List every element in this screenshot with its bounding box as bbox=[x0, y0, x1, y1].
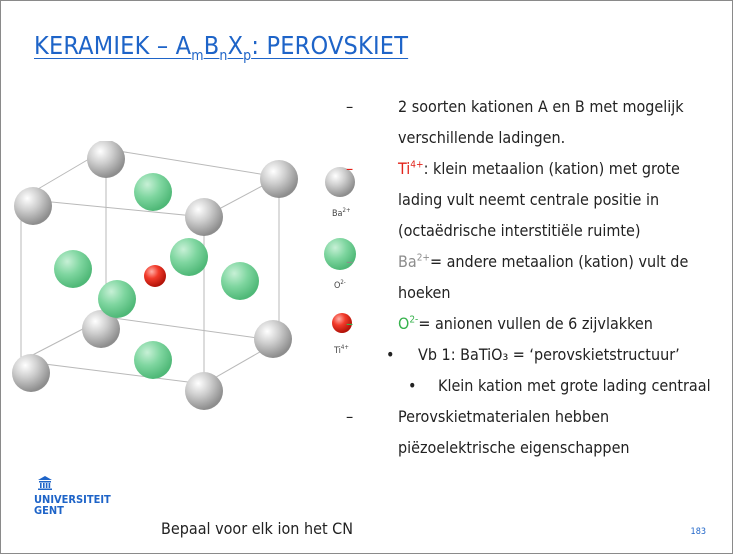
o-ion bbox=[134, 341, 172, 379]
bullet-item: –Ba2+= andere metaalion (kation) vult de… bbox=[346, 252, 689, 302]
ti-ion bbox=[144, 265, 166, 287]
logo-line1: UNIVERSITEIT bbox=[34, 493, 111, 506]
university-logo: UNIVERSITEIT GENT bbox=[34, 475, 111, 516]
bullet-item: •Klein kation met grote lading centraal bbox=[408, 376, 711, 395]
ba-ion bbox=[185, 198, 223, 236]
o-ion bbox=[221, 262, 259, 300]
o-ion bbox=[98, 280, 136, 318]
ba-ion bbox=[254, 320, 292, 358]
ba-ion bbox=[87, 141, 125, 178]
o-ion bbox=[134, 173, 172, 211]
slide-title: KERAMIEK – AmBnXp: PEROVSKIET bbox=[34, 31, 409, 64]
legend-o-ball bbox=[324, 238, 356, 270]
bottom-instruction: Bepaal voor elk ion het CN bbox=[161, 519, 353, 538]
perovskite-cell-illustration bbox=[12, 141, 298, 410]
legend-ba-ball bbox=[325, 167, 355, 197]
legend-ti-ball bbox=[332, 313, 352, 333]
bullet-item: •Vb 1: BaTiO₃ = ‘perovskietstructuur’ bbox=[386, 345, 680, 364]
legend-o-label: O2- bbox=[334, 279, 346, 292]
ba-ion bbox=[185, 372, 223, 410]
legend-ba-label: Ba2+ bbox=[332, 207, 351, 220]
o-ion bbox=[54, 250, 92, 288]
legend-ti-label: Ti4+ bbox=[334, 344, 349, 357]
bullet-item: –O2-= anionen vullen de 6 zijvlakken bbox=[346, 314, 653, 333]
bullet-item: –Perovskietmaterialen hebben piëzoelektr… bbox=[346, 407, 630, 457]
ba-ion bbox=[12, 354, 50, 392]
bullet-item: –2 soorten kationen A en B met mogelijk … bbox=[346, 97, 684, 147]
o-ion bbox=[170, 238, 208, 276]
building-icon bbox=[38, 476, 52, 490]
page-number: 183 bbox=[690, 527, 706, 537]
logo-line2: GENT bbox=[34, 504, 64, 517]
ba-ion bbox=[260, 160, 298, 198]
ba-ion bbox=[82, 310, 120, 348]
bullet-list: –2 soorten kationen A en B met mogelijk … bbox=[346, 91, 726, 463]
bullet-item: –Ti4+: klein metaalion (kation) met grot… bbox=[346, 159, 680, 240]
ba-ion bbox=[14, 187, 52, 225]
